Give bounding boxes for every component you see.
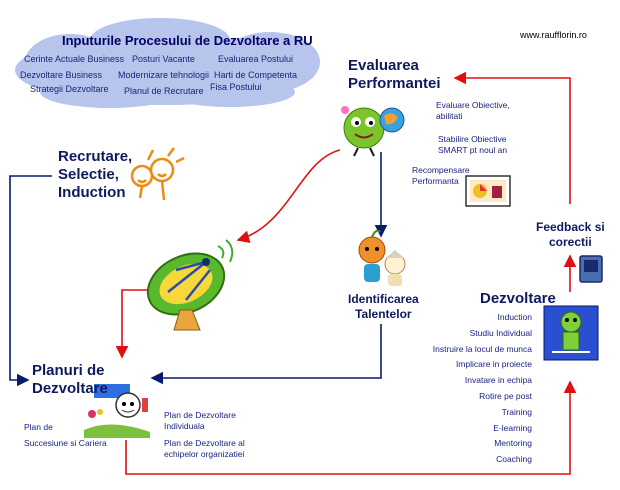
- dezvoltare-item: Coaching: [496, 454, 532, 465]
- people-smiley-icon: [130, 147, 185, 201]
- dezvoltare-image-icon: [543, 305, 599, 361]
- arrow-evaluare-to-satellite: [236, 149, 341, 244]
- globe-icon: [341, 106, 405, 157]
- evaluare-item: Stabilire Obiective: [438, 134, 507, 144]
- planuri-item: Succesiune si Cariera: [24, 438, 107, 448]
- dezvoltare-item: Rotire pe post: [479, 390, 532, 401]
- planuri-item: Individuala: [164, 421, 205, 431]
- dezvoltare-item: Mentoring: [494, 438, 532, 449]
- dezvoltare-item: Training: [501, 406, 532, 417]
- dezvoltare-item: Invatare in echipa: [464, 375, 532, 386]
- feedback-title-line1: Feedback si: [536, 220, 605, 234]
- cloud-item: Modernizare tehnologii: [118, 70, 210, 80]
- dezvoltare-title: Dezvoltare: [480, 290, 556, 307]
- arrow-talente-to-planuri: [150, 324, 382, 385]
- feedback-device-icon: [579, 255, 603, 283]
- dezvoltare-item: E-learning: [493, 422, 532, 433]
- planuri-title-line1: Planuri de: [32, 362, 105, 379]
- cloud-item: Evaluarea Postului: [218, 54, 294, 64]
- arrow-recrutare-to-planuri: [9, 175, 52, 387]
- planuri-picture-icon: [84, 384, 150, 438]
- evaluare-item: SMART pt noul an: [438, 145, 508, 155]
- talente-title: Identificarea Talentelor: [348, 292, 419, 322]
- recrutare-title-line2: Selectie,: [58, 166, 119, 183]
- planuri-item: Plan de: [24, 422, 53, 432]
- cloud-item: Fisa Postului: [210, 82, 262, 92]
- planuri-item: echipelor organizatiei: [164, 449, 245, 459]
- dezvoltare-item: Studiu Individual: [469, 327, 532, 338]
- talente-title-line1: Identificarea: [348, 292, 419, 306]
- evaluare-item: Evaluare Obiective,: [436, 100, 510, 110]
- planuri-title-line2: Dezvoltare: [32, 380, 108, 397]
- dezvoltare-item: Induction: [497, 312, 533, 322]
- feedback-title: Feedback si corectii: [536, 220, 605, 250]
- dezvoltare-item: Implicare in proiecte: [455, 359, 532, 370]
- recrutare-title-line1: Recrutare,: [58, 148, 133, 165]
- cloud-item: Cerinte Actuale Business: [24, 54, 125, 64]
- feedback-title-line2: corectii: [549, 235, 592, 249]
- planuri-title: Planuri de Dezvoltare: [32, 362, 108, 398]
- evaluare-title-line1: Evaluarea: [348, 57, 419, 74]
- evaluare-item: Recompensare: [412, 165, 470, 175]
- dezvoltare-list: Induction Studiu Individual Instruire la…: [433, 310, 532, 468]
- cloud-shape: [15, 18, 320, 108]
- recrutare-title-line3: Induction: [58, 184, 126, 201]
- planuri-item: Plan de Dezvoltare al: [164, 438, 245, 448]
- cloud-item: Planul de Recrutare: [124, 86, 204, 96]
- talent-characters-icon: [358, 229, 406, 286]
- cloud-item: Posturi Vacante: [132, 54, 195, 64]
- evaluare-item: Performanta: [412, 176, 459, 186]
- cloud-item: Harti de Competenta: [214, 70, 298, 80]
- evaluare-title: Evaluarea Performantei: [348, 57, 441, 93]
- talente-title-line2: Talentelor: [355, 307, 412, 321]
- dezvoltare-item: Instruire la locul de munca: [432, 343, 532, 354]
- satellite-dish-icon: [146, 239, 234, 331]
- evaluare-title-line2: Performantei: [348, 75, 441, 92]
- arrow-planuri-to-dezvoltare: [125, 380, 577, 475]
- arrow-feedback-to-evaluare: [453, 71, 571, 204]
- cloud-item: Dezvoltare Business: [20, 70, 103, 80]
- cloud-item: Strategii Dezvoltare: [30, 84, 109, 94]
- cloud-title: Inputurile Procesului de Dezvoltare a RU: [62, 33, 313, 48]
- evaluare-item: abilitati: [436, 111, 463, 121]
- site-url[interactable]: www.raufflorin.ro: [520, 30, 587, 40]
- recrutare-title: Recrutare, Selectie, Induction: [58, 148, 132, 202]
- arrow-satellite-to-planuri: [115, 289, 150, 359]
- reward-box-icon: [465, 175, 511, 207]
- planuri-item: Plan de Dezvoltare: [164, 410, 236, 420]
